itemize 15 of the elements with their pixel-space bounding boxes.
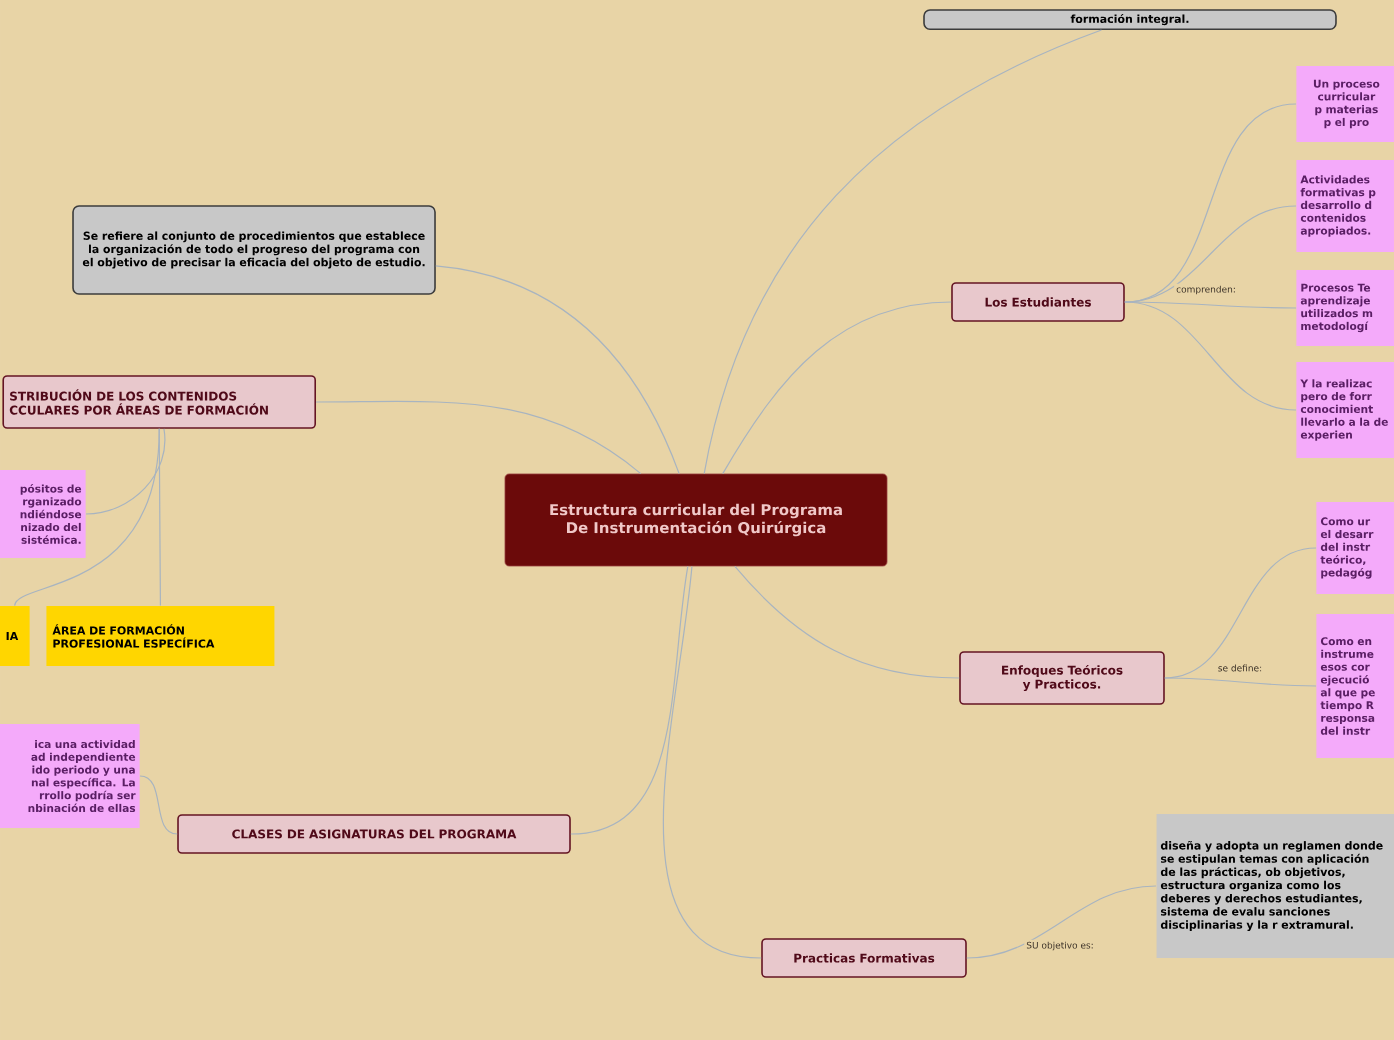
- connector-line: [435, 265, 680, 475]
- connector-line: [158, 428, 161, 607]
- connector-line: [1164, 677, 1317, 687]
- connector-line: [966, 885, 1157, 959]
- connector-line: [14, 428, 160, 607]
- connector-line: [85, 428, 166, 515]
- connector-line: [662, 565, 762, 959]
- connector-line: [722, 301, 952, 475]
- connector-line: [570, 565, 689, 835]
- connector-line: [703, 29, 1103, 475]
- connector-line: [315, 400, 642, 475]
- connector-line: [1124, 301, 1297, 309]
- connector-line: [734, 565, 960, 679]
- connector-line: [1124, 301, 1297, 411]
- connector-line: [139, 775, 178, 835]
